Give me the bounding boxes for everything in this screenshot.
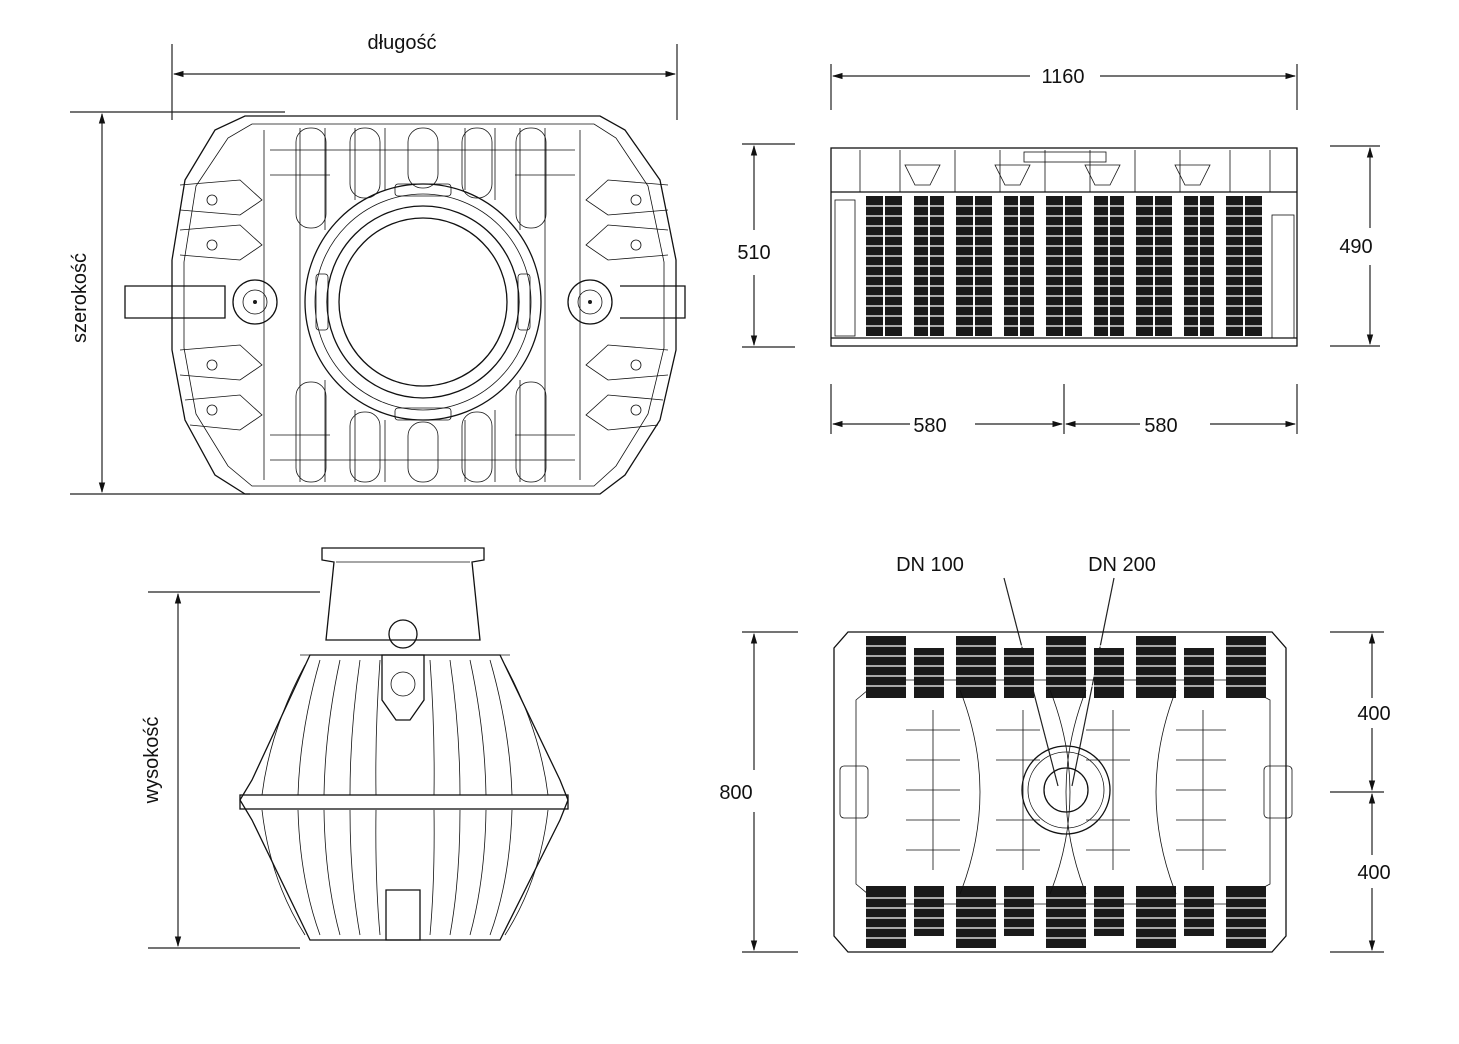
- dim-580-right: 580: [1144, 415, 1177, 437]
- dn-200-label: DN 200: [1088, 554, 1156, 576]
- dim-490: 490: [1339, 236, 1372, 258]
- width-label: szerokość: [69, 253, 91, 343]
- dim-580-left: 580: [913, 415, 946, 437]
- dim-800: 800: [719, 782, 752, 804]
- dim-510: 510: [737, 242, 770, 264]
- dim-400-bottom: 400: [1357, 862, 1390, 884]
- dim-1160: 1160: [1041, 66, 1084, 88]
- side-view: 1160 510 490 580 580: [737, 64, 1380, 437]
- plan-view: długość szerokość: [69, 32, 686, 495]
- height-label: wysokość: [141, 717, 163, 805]
- length-label: długość: [368, 32, 437, 54]
- dn-100-label: DN 100: [896, 554, 964, 576]
- front-view: wysokość: [141, 547, 569, 949]
- dim-400-top: 400: [1357, 703, 1390, 725]
- end-view: 800 400 400 DN 100 DN 200: [719, 554, 1391, 953]
